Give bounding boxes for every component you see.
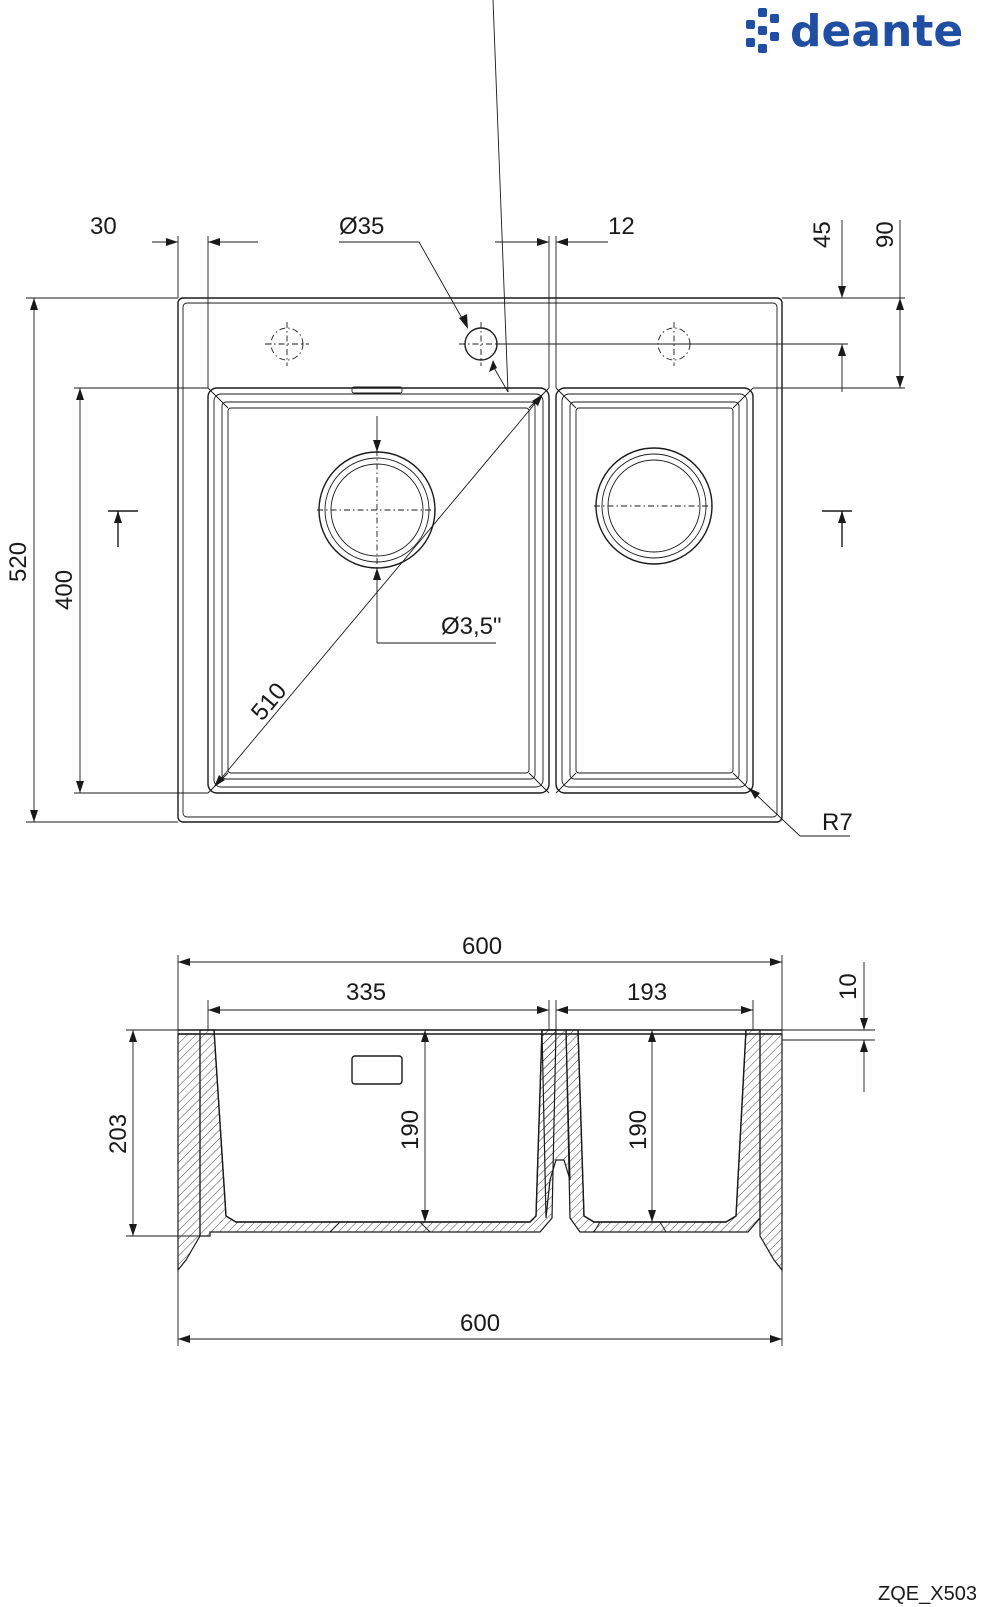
section-left-bowl (199, 1029, 557, 1237)
dim-total-depth: 520 (5, 297, 178, 823)
dim-label-193: 193 (627, 979, 667, 1006)
dim-overall-width-top: 600 (177, 933, 783, 1034)
tap-hole-center (459, 322, 503, 366)
dim-total-height: 203 (105, 1029, 200, 1237)
dim-right-90: 90 (872, 220, 904, 388)
dim-label-tap-diameter: Ø35 (339, 213, 384, 240)
overflow-slot (351, 386, 403, 394)
section-overflow-slot (351, 1055, 403, 1085)
dim-label-203: 203 (105, 1114, 132, 1154)
dim-label-90: 90 (872, 221, 899, 248)
dim-overall-width-bottom: 600 (177, 1270, 783, 1346)
left-bowl (207, 386, 550, 794)
dim-label-600-top: 600 (462, 933, 502, 960)
dim-label-600-bottom: 600 (460, 1310, 500, 1337)
section-left-wall (177, 1033, 201, 1272)
sink-outline (177, 297, 783, 823)
dim-label-30: 30 (90, 213, 117, 240)
section-right-bowl (565, 1029, 761, 1233)
section-view: 600 335 193 10 (105, 933, 875, 1346)
dim-diagonal: 510 (213, 393, 544, 788)
dim-label-12: 12 (608, 213, 635, 240)
deante-logo-icon (746, 8, 779, 53)
dim-label-190-left: 190 (397, 1110, 424, 1150)
dim-bowl-right-width: 193 (555, 979, 754, 1030)
dim-top-offset-right: 12 (495, 213, 635, 388)
dim-tap-hole-diameter: Ø35 (339, 0, 509, 393)
section-divider (541, 1029, 571, 1219)
dim-label-510: 510 (246, 678, 292, 726)
dim-label-45: 45 (809, 221, 836, 248)
dim-label-drain-diameter: Ø3,5" (441, 613, 502, 640)
brand-name: deante (790, 6, 963, 57)
dim-bowl-left-depth: 190 (397, 1030, 429, 1222)
dim-label-335: 335 (346, 979, 386, 1006)
section-marker-left (108, 510, 138, 547)
right-bowl (555, 387, 754, 794)
dim-label-r7: R7 (822, 809, 853, 836)
dim-label-400: 400 (51, 570, 78, 610)
tap-hole-left (265, 322, 309, 366)
dim-label-10: 10 (835, 973, 862, 1000)
top-view: 30 12 Ø35 (5, 0, 905, 837)
sink-outline-inner (182, 302, 778, 818)
dim-corner-radius: R7 (748, 787, 853, 837)
dim-drain-diameter: Ø3,5" (373, 416, 502, 644)
drawing-code: ZQE_X503 (878, 1583, 977, 1605)
deante-logo: deante (746, 6, 963, 57)
dim-right-45: 45 (497, 220, 905, 392)
dim-bowl-right-depth: 190 (625, 1030, 656, 1222)
dim-bowl-left-width: 335 (207, 979, 550, 1030)
dim-top-offset-left: 30 (90, 213, 258, 388)
section-right-wall (759, 1033, 783, 1272)
dim-label-190-right: 190 (625, 1110, 652, 1150)
dim-bowl-depth: 400 (51, 387, 208, 794)
dim-rim-thickness: 10 (782, 962, 875, 1092)
dim-label-520: 520 (5, 542, 32, 582)
section-marker-right (822, 510, 852, 547)
